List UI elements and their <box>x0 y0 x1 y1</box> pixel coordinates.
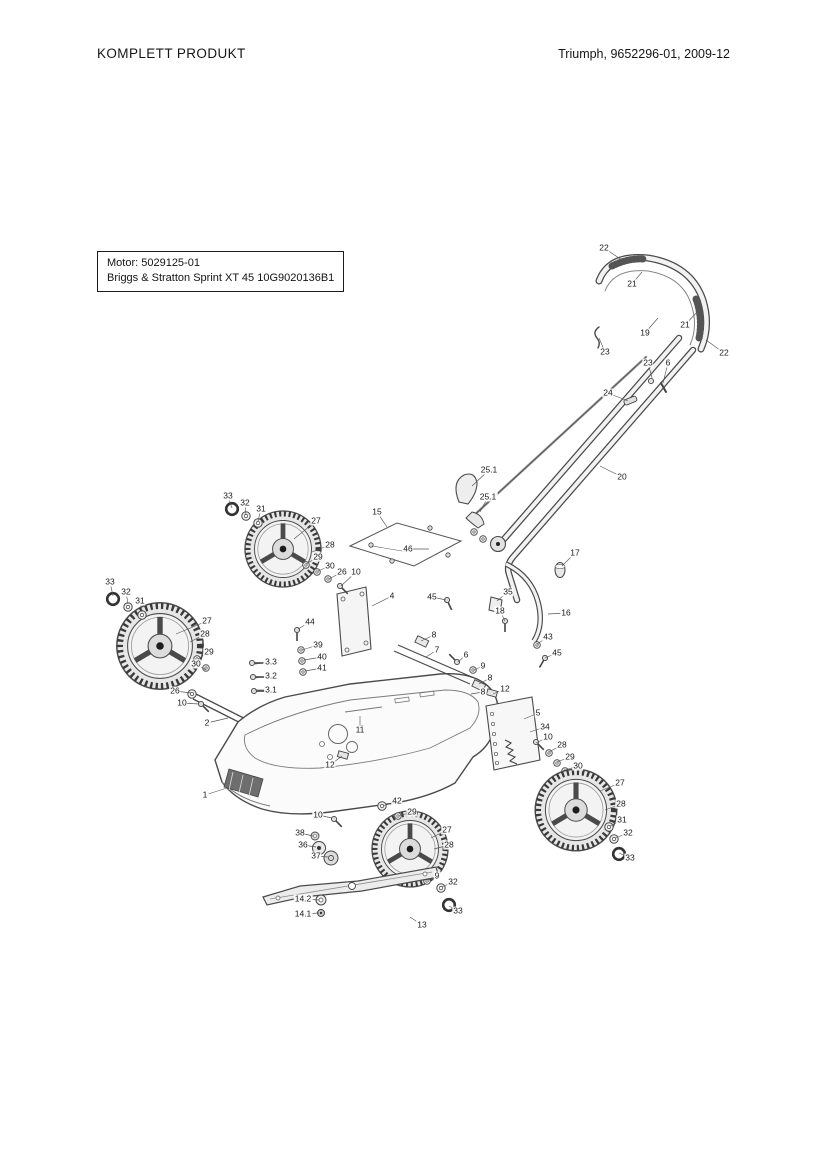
document-reference: Triumph, 9652296-01, 2009-12 <box>558 47 730 61</box>
cover-plate <box>348 522 463 567</box>
spring <box>504 739 518 765</box>
motor-description: Briggs & Stratton Sprint XT 45 10G902013… <box>107 272 335 285</box>
handle-bracket-assembly <box>442 561 566 670</box>
deck-vent-grille <box>223 768 264 798</box>
handle-grip-left <box>608 255 648 270</box>
motor-number: Motor: 5029125-01 <box>107 257 200 269</box>
cable-clip <box>623 395 638 406</box>
bail-lever <box>455 473 507 553</box>
wheel-rear-left <box>117 603 203 689</box>
handle-grip-right <box>692 295 704 342</box>
cable-hook <box>594 326 600 349</box>
page-title: KOMPLETT PRODUKT <box>97 46 246 61</box>
mower-deck <box>214 673 499 815</box>
blade <box>262 866 440 917</box>
blade-drive-parts <box>310 801 402 866</box>
handle-assembly <box>468 253 710 604</box>
motor-info-box: Motor: 5029125-01 Briggs & Stratton Spri… <box>97 251 345 292</box>
rear-height-plate <box>485 696 569 775</box>
side-bracket <box>293 586 372 676</box>
wheel-front-right <box>535 769 617 851</box>
height-link-bar <box>393 635 487 692</box>
